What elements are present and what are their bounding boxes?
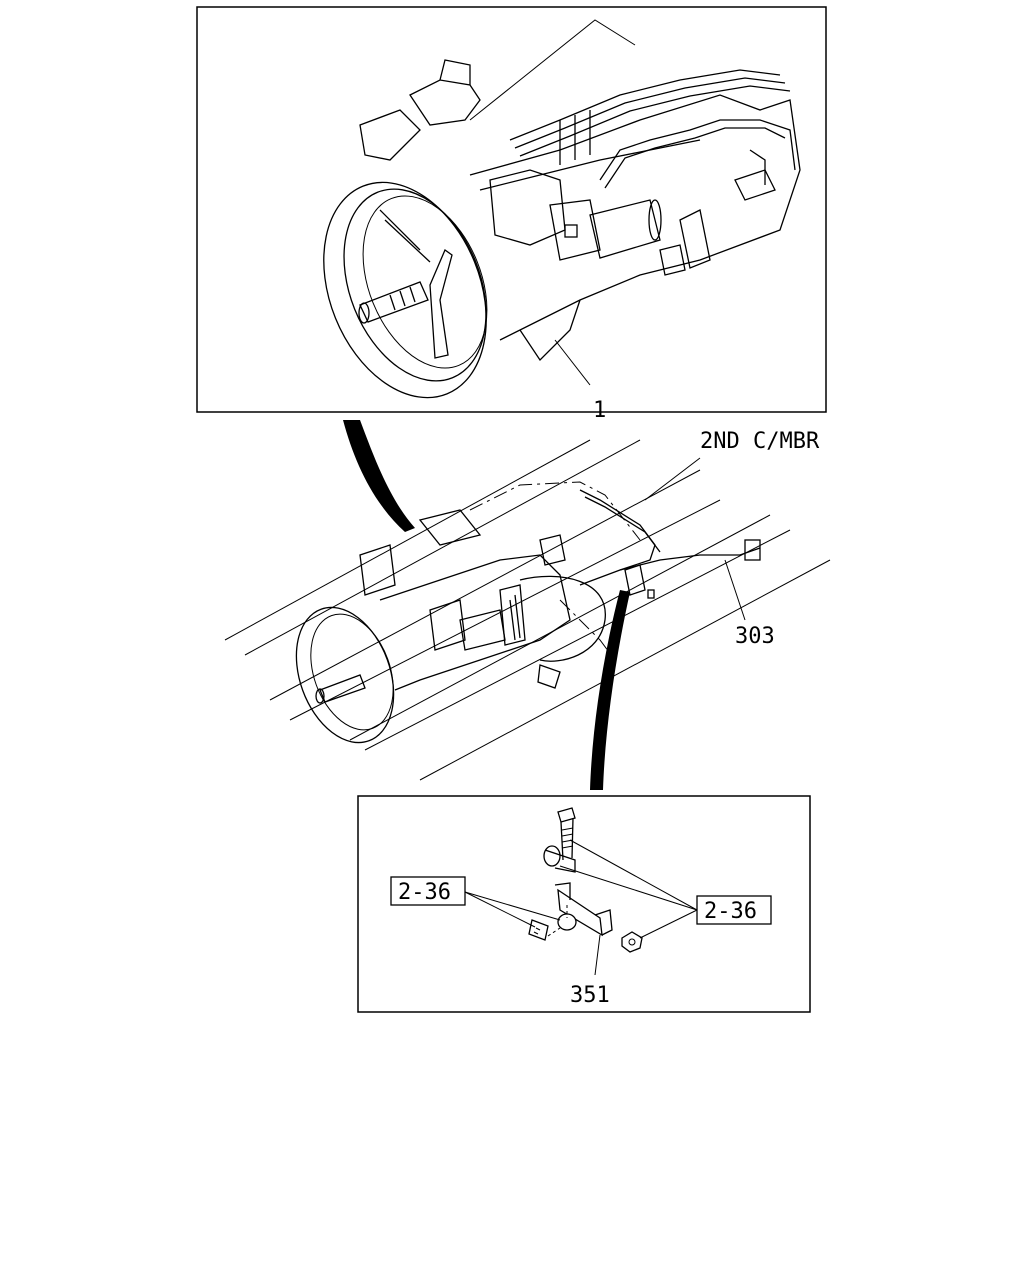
bottom-connector-arrow bbox=[590, 590, 630, 790]
frame-member-label: 2ND C/MBR bbox=[700, 429, 820, 454]
top-connector-arrow bbox=[343, 420, 415, 532]
ref-left-label: 2-36 bbox=[398, 880, 451, 905]
transmission-illustration bbox=[323, 19, 801, 399]
part-1-label: 1 bbox=[593, 398, 606, 423]
bracket-detail-panel: 2-36 2-36 351 bbox=[357, 795, 811, 1013]
transmission-detail-panel: 1 bbox=[196, 6, 827, 423]
part-351-label: 351 bbox=[570, 983, 610, 1008]
installed-view-illustration bbox=[224, 439, 831, 781]
ref-box-left: 2-36 bbox=[390, 876, 466, 906]
ref-box-right: 2-36 bbox=[696, 895, 772, 925]
part-303-label: 303 bbox=[735, 624, 775, 649]
ref-right-label: 2-36 bbox=[704, 899, 757, 924]
frame-member-leader bbox=[644, 457, 701, 501]
ref-leaders bbox=[464, 839, 698, 976]
bracket-illustration bbox=[528, 807, 643, 953]
